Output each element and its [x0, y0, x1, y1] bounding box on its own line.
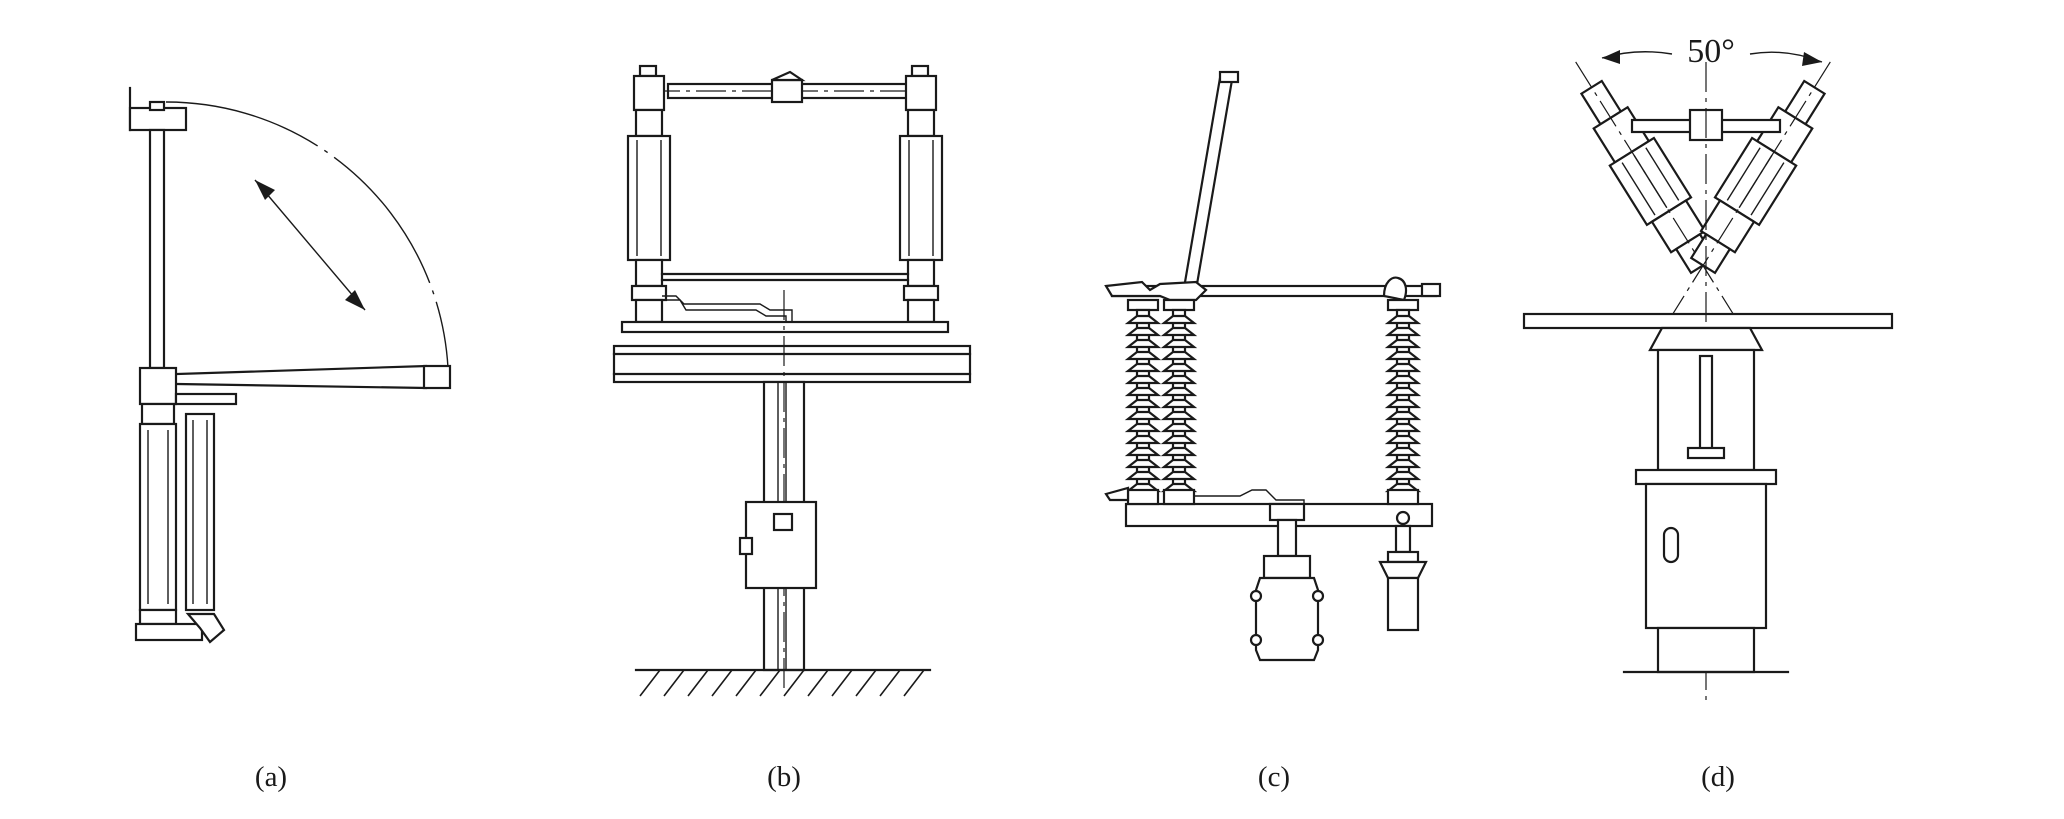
- panel-b-caption: (b): [767, 761, 801, 793]
- panel-c-caption: (c): [1258, 761, 1290, 793]
- left-inclined-insulator: [1575, 61, 1746, 334]
- panel-c-drawing: [1104, 70, 1442, 662]
- insulator-column: [1384, 308, 1422, 493]
- angle-label: 50°: [1687, 33, 1735, 70]
- insulator-column: [1124, 308, 1162, 493]
- panel-d-drawing: [1522, 50, 1894, 700]
- ground-hatching: [639, 669, 925, 697]
- panel-d-caption: (d): [1701, 761, 1735, 793]
- panel-b-drawing: [612, 64, 972, 697]
- insulator-stacks: [1124, 298, 1422, 493]
- panel-a-drawing: [128, 86, 452, 644]
- insulator-column: [1160, 308, 1198, 493]
- panel-a-caption: (a): [255, 761, 287, 793]
